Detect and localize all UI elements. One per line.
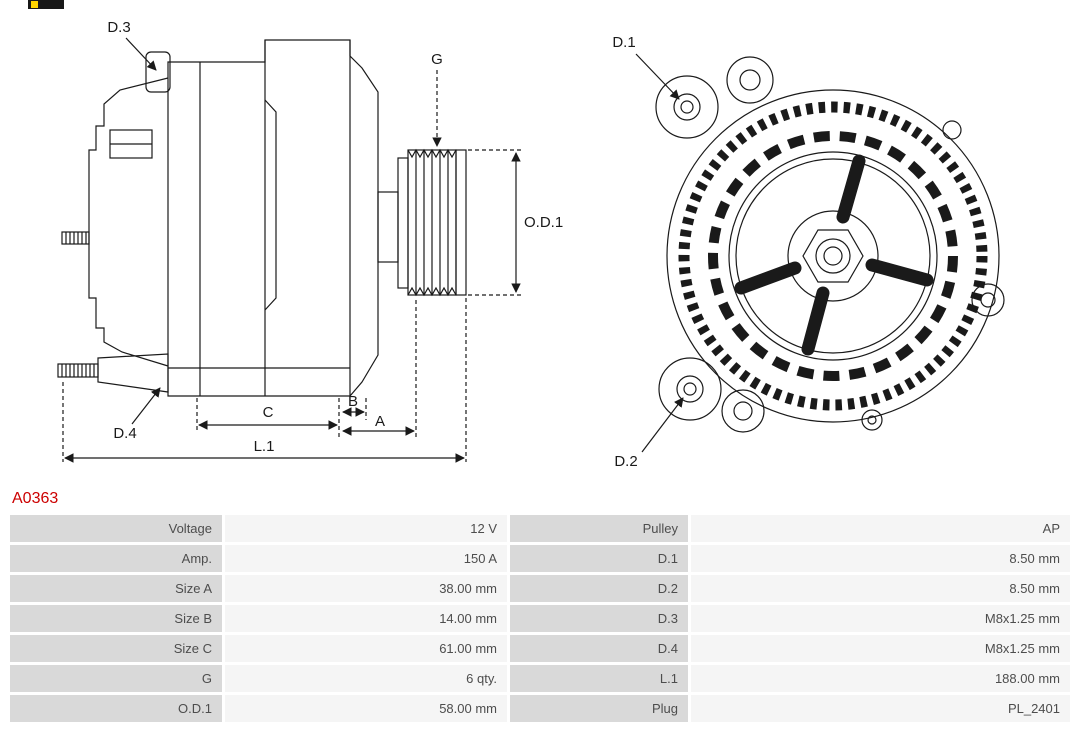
brand-logo-yellow-mark [31,1,38,8]
front-view: D.1 D.2 [612,34,1005,470]
mounting-ear-bottom [721,389,765,433]
spec-value: M8x1.25 mm [691,635,1070,662]
spec-value: 6 qty. [225,665,507,692]
dim-label-c: C [263,404,274,421]
spec-value: AP [691,515,1070,542]
spec-value: 12 V [225,515,507,542]
spec-label: Size C [10,635,222,662]
small-bump-top-right [942,120,962,140]
pulley-spokes [734,154,934,356]
spec-value: M8x1.25 mm [691,605,1070,632]
spec-value: 14.00 mm [225,605,507,632]
pulley-rim [728,151,938,361]
dim-label-d3: D.3 [107,19,130,36]
table-row: Size A 38.00 mm D.2 8.50 mm [10,575,1070,602]
pulley-flange-left [397,157,409,289]
spec-label: O.D.1 [10,695,222,722]
stator-fins-ring [678,101,988,411]
spec-label: D.3 [510,605,688,632]
shaft-spacer [377,191,399,263]
boss-bottom [97,353,169,393]
table-row: Amp. 150 A D.1 8.50 mm [10,545,1070,572]
dim-label-od1: O.D.1 [524,214,563,231]
spec-label: Amp. [10,545,222,572]
spec-value: 8.50 mm [691,575,1070,602]
alternator-technical-drawing: G O.D.1 C B A L.1 D.3 D.4 [57,19,1005,470]
spec-label: Size B [10,605,222,632]
brand-logo-partial [28,0,64,9]
spec-label: D.2 [510,575,688,602]
part-number: A0363 [12,490,59,507]
dim-label-d2: D.2 [614,453,637,470]
dim-label-a: A [375,413,385,430]
dim-label-d4: D.4 [113,425,136,442]
housing-outline [666,89,1000,423]
dim-label-g: G [431,51,443,68]
spec-label: Plug [510,695,688,722]
hub [787,210,879,302]
spec-label: D.1 [510,545,688,572]
small-hole-bottom-right [861,409,883,431]
mounting-ear-bottom-left [658,357,722,421]
spec-table: Voltage 12 V Pulley AP Amp. 150 A D.1 8.… [7,512,1073,725]
table-row: Size B 14.00 mm D.3 M8x1.25 mm [10,605,1070,632]
table-row: Voltage 12 V Pulley AP [10,515,1070,542]
table-row: G 6 qty. L.1 188.00 mm [10,665,1070,692]
spec-value: 58.00 mm [225,695,507,722]
spec-label: Voltage [10,515,222,542]
spec-label: G [10,665,222,692]
spec-value: 61.00 mm [225,635,507,662]
mounting-lug-top [145,51,171,93]
spec-value: PL_2401 [691,695,1070,722]
spec-label: Size A [10,575,222,602]
mounting-ear-top-left [655,75,719,139]
spec-value: 188.00 mm [691,665,1070,692]
side-view: G O.D.1 C B A L.1 D.3 D.4 [57,19,563,463]
spec-value: 150 A [225,545,507,572]
mounting-lug-right [971,283,1005,317]
shaft-nut-hex [802,229,864,283]
stud-mid [61,231,90,245]
table-row: O.D.1 58.00 mm Plug PL_2401 [10,695,1070,722]
pulley-disc-right [455,149,467,296]
table-row: Size C 61.00 mm D.4 M8x1.25 mm [10,635,1070,662]
mounting-ear-top [726,56,774,104]
spec-label: Pulley [510,515,688,542]
vent-slots-ring [708,131,958,381]
dim-label-d1: D.1 [612,34,635,51]
spec-label: D.4 [510,635,688,662]
spec-label: L.1 [510,665,688,692]
dim-label-b: B [348,393,358,410]
rear-cover-outline [88,77,169,367]
dim-label-l1: L.1 [254,438,275,455]
spec-value: 8.50 mm [691,545,1070,572]
spec-value: 38.00 mm [225,575,507,602]
